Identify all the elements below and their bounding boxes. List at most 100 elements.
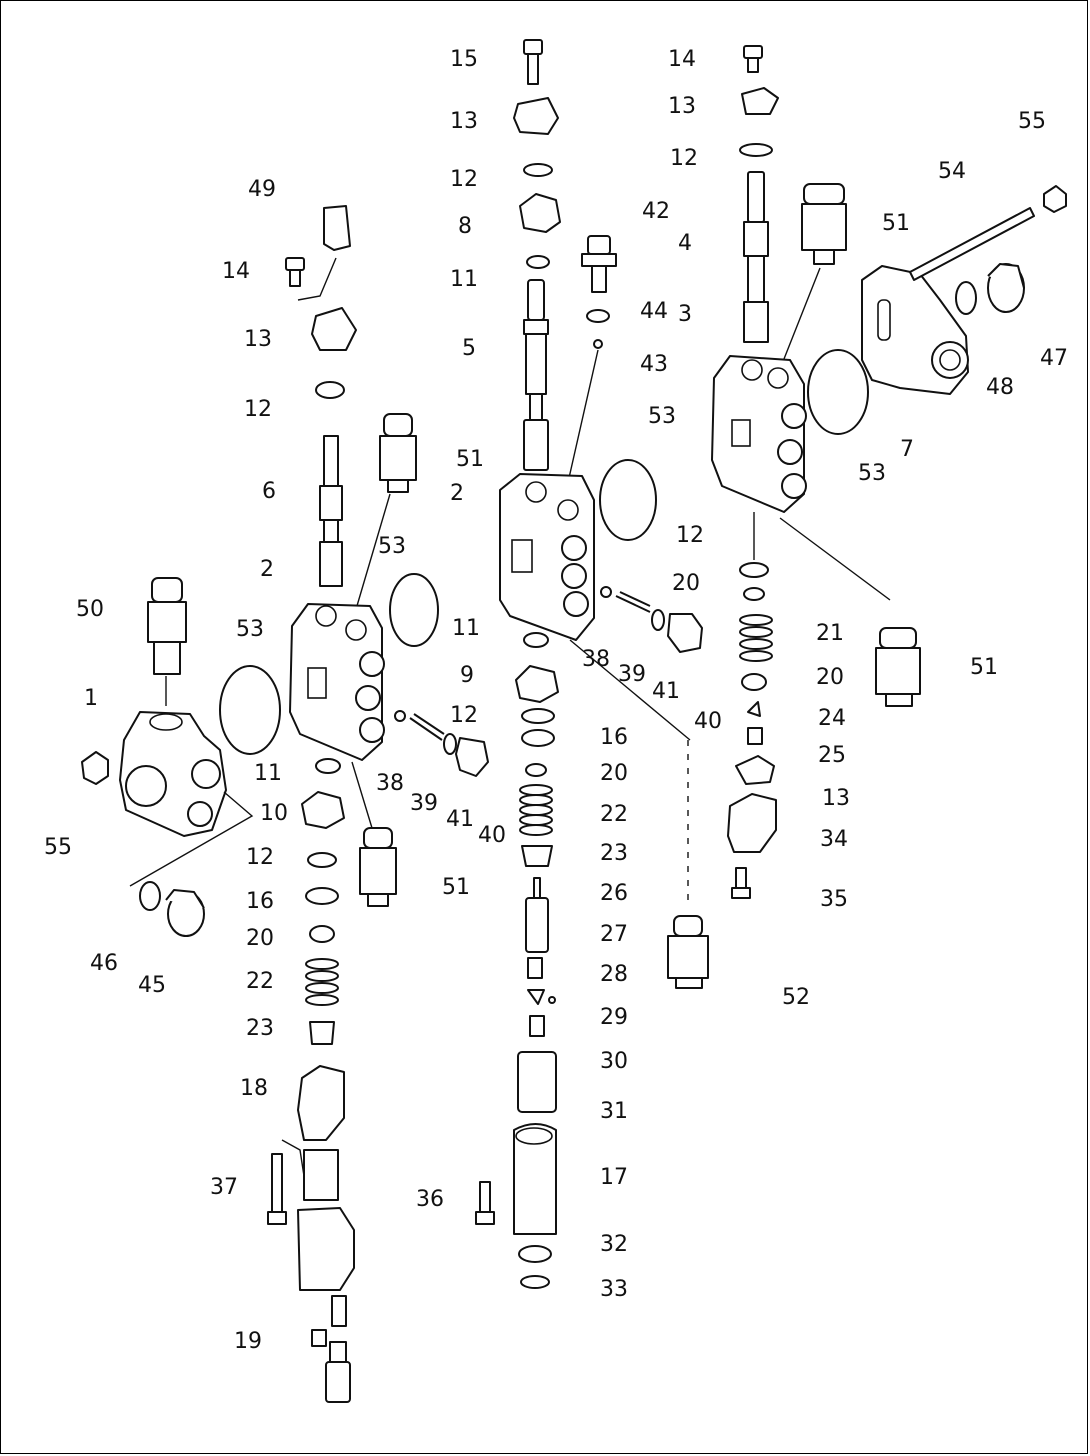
callout-52: 52 xyxy=(782,985,810,1010)
part-seal-12-right-b xyxy=(739,562,769,578)
part-screw-19 xyxy=(311,1329,327,1347)
part-stud-54 xyxy=(909,207,1035,281)
callout-53: 53 xyxy=(648,404,676,429)
part-ball-29 xyxy=(548,996,556,1004)
callout-20: 20 xyxy=(672,571,700,596)
part-bolt-15 xyxy=(523,39,543,85)
part-oring-53-right xyxy=(807,349,869,435)
part-section-3 xyxy=(711,355,807,513)
callout-35: 35 xyxy=(820,887,848,912)
part-valve-51-left-bottom xyxy=(359,827,397,907)
callout-15: 15 xyxy=(450,47,478,72)
callout-39: 39 xyxy=(410,791,438,816)
part-poppet-24 xyxy=(747,701,761,717)
callout-46: 46 xyxy=(90,951,118,976)
part-seat-23-left xyxy=(309,1021,335,1045)
part-oring-53-left-a xyxy=(389,573,439,647)
callout-7: 7 xyxy=(900,437,914,462)
callout-14: 14 xyxy=(222,259,250,284)
part-piston-26 xyxy=(525,877,549,953)
callout-32: 32 xyxy=(600,1232,628,1257)
callout-2: 2 xyxy=(450,481,464,506)
callout-24: 24 xyxy=(818,706,846,731)
part-plug-30 xyxy=(529,1015,545,1037)
callout-11: 11 xyxy=(450,267,478,292)
callout-11: 11 xyxy=(254,761,282,786)
part-lever-49 xyxy=(323,205,351,251)
callout-2: 2 xyxy=(260,557,274,582)
callout-51: 51 xyxy=(442,875,470,900)
callout-47: 47 xyxy=(1040,346,1068,371)
part-plug-42 xyxy=(581,235,617,293)
callout-22: 22 xyxy=(246,969,274,994)
callout-53: 53 xyxy=(378,534,406,559)
part-valve-52 xyxy=(667,915,709,989)
callout-55: 55 xyxy=(44,835,72,860)
callout-51: 51 xyxy=(970,655,998,680)
part-seat-20-right-b xyxy=(741,673,767,691)
callout-45: 45 xyxy=(138,973,166,998)
part-oring-11-left xyxy=(315,758,341,774)
callout-42: 42 xyxy=(642,199,670,224)
callout-12: 12 xyxy=(450,167,478,192)
part-valve-51-right-bottom xyxy=(875,627,921,707)
callout-41: 41 xyxy=(446,807,474,832)
callout-54: 54 xyxy=(938,159,966,184)
part-seal-12-right xyxy=(739,143,773,157)
callout-49: 49 xyxy=(248,177,276,202)
part-seal-32 xyxy=(518,1245,552,1263)
callout-13: 13 xyxy=(668,94,696,119)
callout-23: 23 xyxy=(246,1016,274,1041)
part-section-2-left xyxy=(289,603,385,761)
part-retainer-16-left xyxy=(305,887,339,905)
callout-layer: 1513128115424443141312435154554748753534… xyxy=(44,47,1068,1354)
callout-43: 43 xyxy=(640,352,668,377)
part-spool-4 xyxy=(743,171,769,343)
callout-4: 4 xyxy=(678,231,692,256)
callout-55: 55 xyxy=(1018,109,1046,134)
part-cap-9 xyxy=(515,665,559,703)
part-cap-10 xyxy=(301,791,345,829)
part-nut-55-right xyxy=(1043,185,1067,213)
part-spring-22-center xyxy=(519,784,553,836)
part-seal-12-center xyxy=(523,163,553,177)
callout-6: 6 xyxy=(262,479,276,504)
part-bolt-14-left xyxy=(285,257,305,287)
part-spool-6 xyxy=(319,435,343,587)
callout-30: 30 xyxy=(600,1049,628,1074)
part-plug-40-center xyxy=(600,586,703,653)
callout-27: 27 xyxy=(600,922,628,947)
callout-12: 12 xyxy=(450,703,478,728)
callout-40: 40 xyxy=(694,709,722,734)
part-ring-33 xyxy=(520,1275,550,1289)
callout-51: 51 xyxy=(456,447,484,472)
callout-21: 21 xyxy=(816,621,844,646)
part-oring-44 xyxy=(586,309,610,323)
part-oring-48 xyxy=(955,281,977,315)
part-plug-40-left xyxy=(394,710,489,777)
callout-14: 14 xyxy=(668,47,696,72)
part-cover-34 xyxy=(727,793,777,853)
callout-20: 20 xyxy=(246,926,274,951)
part-bolt-14-right xyxy=(743,45,763,73)
callout-23: 23 xyxy=(600,841,628,866)
callout-28: 28 xyxy=(600,962,628,987)
callout-38: 38 xyxy=(582,647,610,672)
callout-13: 13 xyxy=(244,327,272,352)
callout-19: 19 xyxy=(234,1329,262,1354)
part-cover-17 xyxy=(513,1123,557,1235)
callout-18: 18 xyxy=(240,1076,268,1101)
callout-44: 44 xyxy=(640,299,668,324)
part-flange-13-right-b xyxy=(735,755,775,785)
callout-48: 48 xyxy=(986,375,1014,400)
callout-51: 51 xyxy=(882,211,910,236)
part-retainer-16-center xyxy=(521,729,555,747)
callout-13: 13 xyxy=(822,786,850,811)
part-valve-50 xyxy=(147,577,187,675)
part-oring-11-center-b xyxy=(523,632,549,648)
callout-12: 12 xyxy=(670,146,698,171)
part-valve-51-left-top xyxy=(379,413,417,493)
part-seal-12-left-b xyxy=(307,852,337,868)
